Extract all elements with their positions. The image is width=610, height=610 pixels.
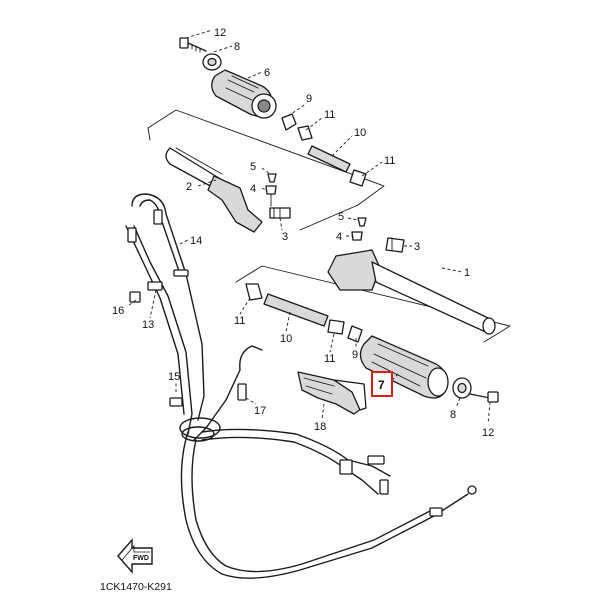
callout-12-top: 12 bbox=[214, 27, 226, 39]
callout-8-top: 8 bbox=[234, 41, 240, 53]
callout-14: 14 bbox=[190, 235, 202, 247]
grip-end-8-right bbox=[452, 377, 472, 399]
bolt-4-right bbox=[351, 231, 363, 241]
grip-6 bbox=[211, 69, 277, 119]
callout-1: 1 bbox=[464, 267, 470, 279]
holder-9-right bbox=[347, 325, 363, 343]
callout-11-right: 11 bbox=[234, 315, 245, 327]
fwd-arrow-icon: FWD bbox=[117, 538, 153, 574]
right-assembly bbox=[235, 217, 511, 415]
callout-5-right: 5 bbox=[338, 211, 344, 223]
highlight-label: 7 bbox=[378, 378, 385, 392]
callout-16: 16 bbox=[112, 305, 124, 317]
callout-11-second: 11 bbox=[384, 155, 395, 167]
handlebar-2 bbox=[165, 147, 263, 233]
grip-end-8-top bbox=[202, 53, 222, 71]
callout-9-top: 9 bbox=[306, 93, 312, 105]
callout-11-top: 11 bbox=[324, 109, 335, 121]
callout-9-right: 9 bbox=[352, 349, 358, 361]
holder-9-top bbox=[281, 113, 297, 131]
leader-lines bbox=[127, 29, 491, 425]
cap-11-right bbox=[245, 283, 263, 301]
callout-11-mid: 11 bbox=[324, 353, 335, 365]
lower-cable bbox=[180, 431, 469, 579]
upper-assembly bbox=[147, 37, 385, 233]
callout-5-top: 5 bbox=[250, 161, 256, 173]
cable-17 bbox=[193, 345, 263, 441]
callout-4-right: 4 bbox=[336, 231, 342, 243]
cable-14 bbox=[131, 193, 205, 421]
callout-3-right: 3 bbox=[414, 241, 420, 253]
bolt-3-right bbox=[385, 237, 405, 253]
bolt-3-top bbox=[269, 207, 291, 219]
cap-11-second bbox=[349, 169, 367, 187]
callout-15: 15 bbox=[168, 371, 180, 383]
callout-2: 2 bbox=[186, 181, 192, 193]
rod-10-right bbox=[263, 293, 329, 327]
upper-guide-plane bbox=[147, 109, 385, 206]
bolt-12-top bbox=[179, 37, 207, 53]
callout-3-top: 3 bbox=[282, 231, 288, 243]
callout-10-top: 10 bbox=[354, 127, 366, 139]
callout-17: 17 bbox=[254, 405, 266, 417]
fwd-label: FWD bbox=[133, 555, 149, 562]
callout-18: 18 bbox=[314, 421, 326, 433]
callout-10-right: 10 bbox=[280, 333, 292, 345]
cables bbox=[125, 193, 477, 579]
rod-10-top bbox=[307, 145, 351, 173]
diagram-code: 1CK1470-K291 bbox=[100, 581, 172, 593]
callout-13: 13 bbox=[142, 319, 154, 331]
cap-11-mid bbox=[327, 319, 345, 335]
screw-5-top bbox=[267, 173, 277, 183]
cap-11-top bbox=[297, 125, 313, 141]
bolt-4-top bbox=[265, 185, 277, 207]
cable-13 bbox=[133, 225, 193, 435]
screw-5-right bbox=[357, 217, 367, 227]
handlebar-1 bbox=[327, 249, 496, 335]
bolt-12-right bbox=[469, 391, 499, 403]
callout-8-right: 8 bbox=[450, 409, 456, 421]
lower-guide-plane bbox=[235, 265, 511, 343]
callouts: 12 8 6 9 11 10 11 5 4 3 2 14 5 4 3 1 16 … bbox=[112, 27, 494, 439]
throttle-grip-7 bbox=[359, 335, 449, 399]
throttle-housing-18 bbox=[297, 371, 367, 415]
callout-4-top: 4 bbox=[250, 183, 256, 195]
callout-12-right: 12 bbox=[482, 427, 494, 439]
highlight-box bbox=[371, 371, 393, 397]
callout-6: 6 bbox=[264, 67, 270, 79]
highlight-callout-7: 7 bbox=[371, 371, 393, 397]
